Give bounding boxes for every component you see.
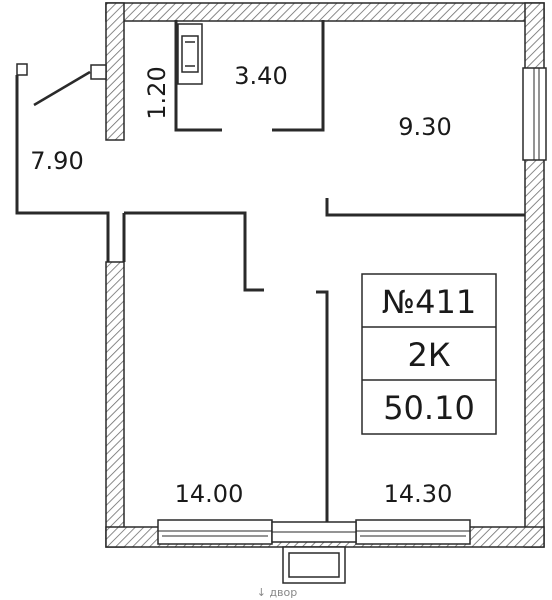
apartment-total-area: 50.10 [383, 389, 475, 427]
apartment-type: 2К [407, 336, 450, 374]
room-label-room-right: 14.30 [384, 480, 453, 508]
orientation-caption: ↓ двор [257, 586, 298, 599]
windows [157, 67, 547, 545]
balcony [282, 546, 346, 584]
room-label-bath: 1.20 [143, 66, 171, 119]
interior-walls [15, 20, 525, 522]
room-label-room-left: 14.00 [175, 480, 244, 508]
apartment-number: №411 [382, 283, 476, 321]
apartment-info-box: №411 2К 50.10 [361, 273, 497, 435]
room-label-toilet: 3.40 [234, 62, 287, 90]
room-label-kitchen: 9.30 [398, 113, 451, 141]
room-label-hall: 7.90 [30, 147, 83, 175]
entrance-door [16, 63, 107, 107]
bath-fixture [177, 23, 203, 85]
